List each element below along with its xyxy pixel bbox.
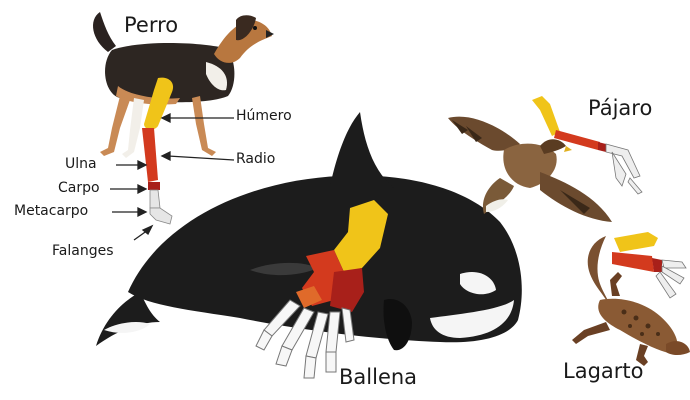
bird-carpus [598,142,606,152]
dog-carpus [148,182,160,190]
label-carpus: Carpo [58,180,100,196]
label-phalanges: Falanges [52,243,113,259]
label-humerus: Húmero [236,108,292,124]
label-radius: Radio [236,151,275,167]
label-dog: Perro [124,13,178,37]
label-bird: Pájaro [588,96,652,120]
dog-metacarpals [150,190,160,208]
label-lizard: Lagarto [563,359,643,383]
bird-digits [606,144,642,194]
lizard-figure [572,232,690,366]
label-whale: Ballena [339,365,417,389]
whale-figure [96,112,522,378]
lizard-radius-ulna [612,252,654,272]
label-metacarpus: Metacarpo [14,203,88,219]
dog-phalanges [150,208,172,224]
dog-radius-ulna [142,128,158,182]
bird-humerus [532,96,560,136]
lizard-humerus [614,232,658,252]
label-ulna: Ulna [65,156,97,172]
